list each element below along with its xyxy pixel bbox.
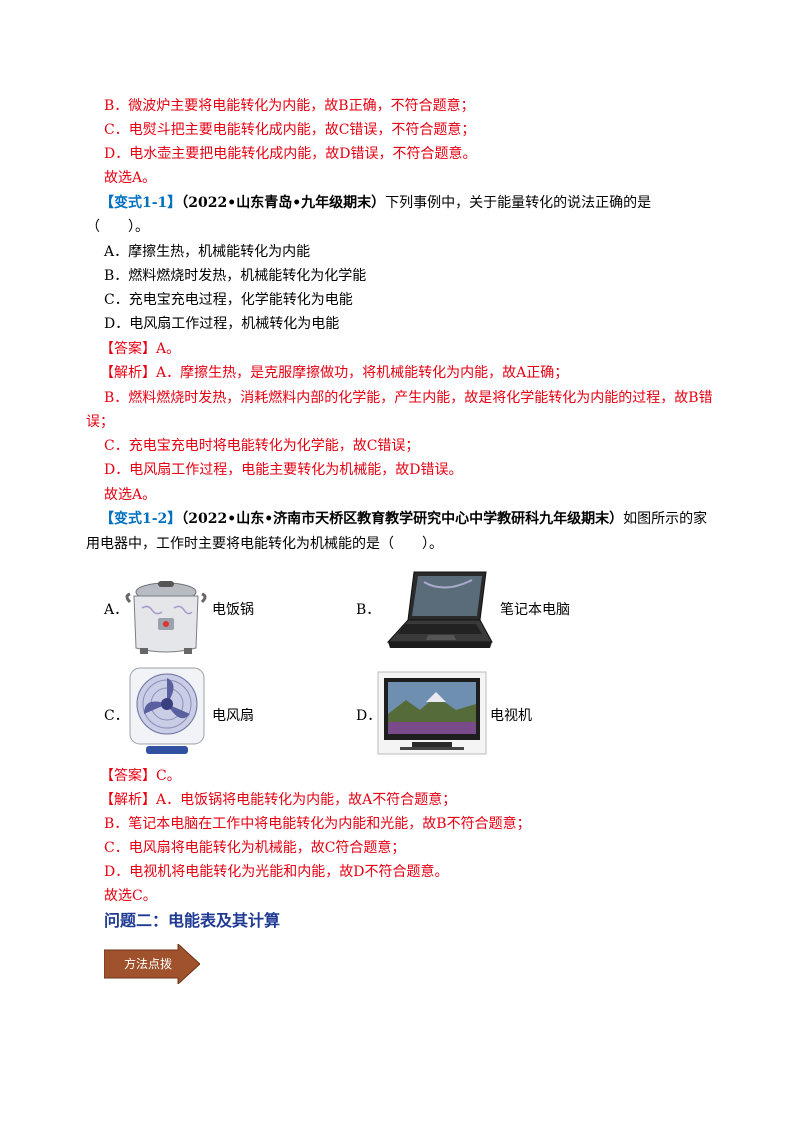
q1-answer: 【答案】A。: [100, 339, 180, 359]
q2-analysis-a-text: A．电饭锅将电能转化为内能，故A不符合题意；: [156, 792, 457, 808]
q2-analysis-d: D．电视机将电能转化为光能和内能，故D不符合题意。: [104, 864, 449, 880]
q1-analysis-a-text: A．摩擦生热，是克服摩擦做功，将机械能转化为内能，故A正确；: [156, 365, 569, 381]
q2-stem-text: 如图所示的家: [623, 511, 708, 527]
q2-option-c-label: 电风扇: [212, 708, 254, 724]
q2-option-a-label: 电饭锅: [212, 602, 254, 618]
q2-option-b-label: 笔记本电脑: [500, 602, 570, 618]
q1-analysis-b2: 误；: [86, 414, 114, 430]
prev-conclusion: 故选A。: [104, 170, 157, 186]
q1-stem-text: 下列事例中，关于能量转化的说法正确的是: [385, 195, 652, 211]
q2-answer: 【答案】C。: [100, 766, 181, 786]
section-title: 问题二：电能表及其计算: [104, 911, 281, 930]
prev-analysis-b: B．微波炉主要将电能转化为内能，故B正确，不符合题意；: [104, 98, 475, 114]
q1-option-c: C．充电宝充电过程，化学能转化为电能: [104, 292, 353, 308]
prev-analysis-c: C．电熨斗把主要电能转化成内能，故C错误，不符合题意；: [104, 122, 476, 138]
television-icon: [376, 670, 488, 756]
laptop-icon: [384, 568, 494, 656]
q2-answer-tag: 【答案】: [100, 768, 156, 784]
q2-source: （2022•山东•济南市天桥区教育教学研究中心中学教研科九年级期末）: [181, 511, 624, 527]
q1-analysis-a: 【解析】A．摩擦生热，是克服摩擦做功，将机械能转化为内能，故A正确；: [100, 363, 568, 383]
q1-source: （2022•山东青岛•九年级期末）: [181, 195, 386, 211]
q1-analysis-c: C．充电宝充电时将电能转化为化学能，故C错误；: [104, 438, 420, 454]
q1-conclusion: 故选A。: [104, 487, 157, 503]
q2-analysis-c: C．电风扇将电能转化为机械能，故C符合题意；: [104, 840, 406, 856]
q1-tag: 【变式1-1】: [100, 195, 182, 211]
q1-stem: 【变式1-1】（2022•山东青岛•九年级期末）下列事例中，关于能量转化的说法正…: [100, 193, 651, 213]
q2-stem-line2: 用电器中，工作时主要将电能转化为机械能的是（ ）。: [86, 536, 443, 552]
q2-conclusion: 故选C。: [104, 888, 157, 904]
prev-analysis-d: D．电水壶主要把电能转化成内能，故D错误，不符合题意。: [104, 146, 477, 162]
rice-cooker-icon: [122, 578, 210, 660]
q1-analysis-tag: 【解析】: [100, 365, 156, 381]
q1-answer-tag: 【答案】: [100, 341, 156, 357]
q1-stem-blank: （ ）。: [86, 219, 149, 235]
q1-option-d: D．电风扇工作过程，机械转化为电能: [104, 316, 340, 332]
q2-stem: 【变式1-2】（2022•山东•济南市天桥区教育教学研究中心中学教研科九年级期末…: [100, 509, 707, 529]
q1-analysis-b1: B．燃料燃烧时发热，消耗燃料内部的化学能，产生内能，故是将化学能转化为内能的过程…: [104, 390, 713, 406]
q1-option-b: B．燃料燃烧时发热，机械能转化为化学能: [104, 268, 367, 284]
q2-analysis-tag: 【解析】: [100, 792, 156, 808]
method-banner-arrow-icon: [104, 944, 200, 984]
q2-option-d-label: 电视机: [490, 708, 532, 724]
q2-analysis-a: 【解析】A．电饭锅将电能转化为内能，故A不符合题意；: [100, 790, 456, 810]
q2-option-c-letter: C．: [104, 708, 129, 724]
electric-fan-icon: [126, 664, 208, 756]
method-banner-label: 方法点拨: [124, 957, 173, 971]
q2-option-b-letter: B．: [356, 602, 381, 618]
q2-analysis-b: B．笔记本电脑在工作中将电能转化为内能和光能，故B不符合题意；: [104, 816, 531, 832]
q2-tag: 【变式1-2】: [100, 511, 182, 527]
q2-answer-value: C。: [156, 768, 181, 784]
q2-option-d-letter: D．: [356, 708, 382, 724]
q2-option-a-letter: A．: [104, 602, 129, 618]
q1-analysis-d: D．电风扇工作过程，电能主要转化为机械能，故D错误。: [104, 462, 463, 478]
q1-option-a: A．摩擦生热，机械能转化为内能: [104, 244, 311, 260]
q1-answer-value: A。: [156, 341, 181, 357]
